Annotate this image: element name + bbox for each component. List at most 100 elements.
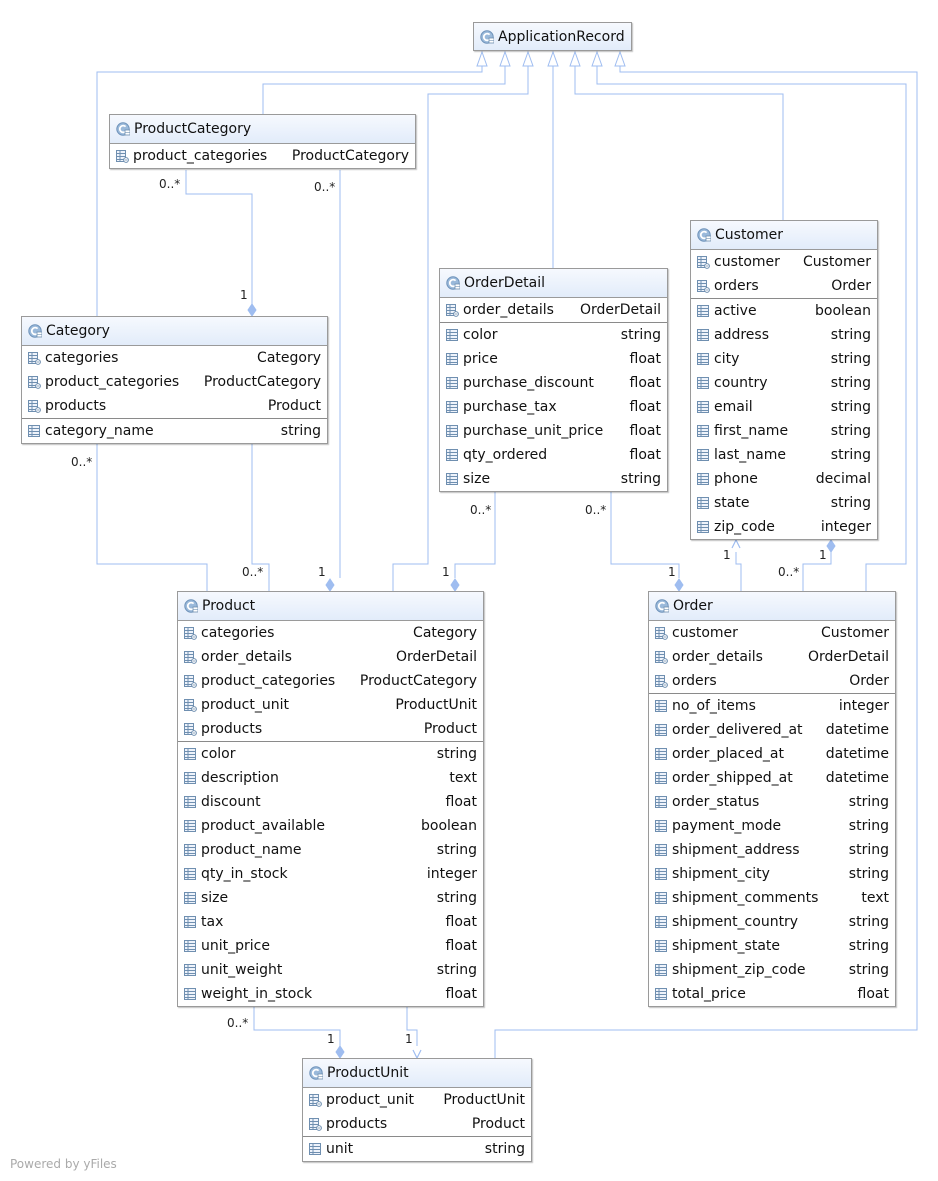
member-type: float — [857, 986, 889, 1002]
member-name: shipment_zip_code — [672, 962, 806, 978]
class-header[interactable]: Product — [178, 592, 483, 621]
member-type: ProductCategory — [291, 148, 409, 164]
class-name: ApplicationRecord — [498, 28, 625, 45]
association-icon — [116, 150, 129, 163]
member-type: string — [848, 818, 889, 834]
member-type: float — [629, 351, 661, 367]
member-type: string — [436, 890, 477, 906]
attribute-icon — [697, 497, 709, 509]
attribute-icon — [28, 425, 40, 437]
open-arrow — [412, 1049, 422, 1060]
member-name: order_details — [672, 649, 763, 665]
attribute-icon — [655, 820, 667, 832]
association-row[interactable]: order_details OrderDetail — [649, 645, 895, 669]
multiplicity-label: 0..* — [159, 177, 181, 191]
class-header[interactable]: ProductUnit — [303, 1059, 531, 1088]
class-header[interactable]: ProductCategory — [110, 115, 415, 144]
application-record-class[interactable]: ApplicationRecord — [473, 22, 632, 51]
inherit-arrow — [569, 50, 581, 67]
class-header[interactable]: Customer — [691, 221, 877, 250]
member-type: OrderDetail — [807, 649, 889, 665]
association-icon — [184, 627, 197, 640]
class-header[interactable]: OrderDetail — [440, 269, 667, 298]
member-name: product_categories — [201, 673, 336, 689]
attribute-icon — [446, 425, 458, 437]
attribute-icon — [655, 868, 667, 880]
class-header[interactable]: Category — [22, 317, 327, 346]
association-icon — [697, 280, 710, 293]
member-type: string — [848, 866, 889, 882]
class-header[interactable]: Order — [649, 592, 895, 621]
attribute-icon — [184, 916, 196, 928]
